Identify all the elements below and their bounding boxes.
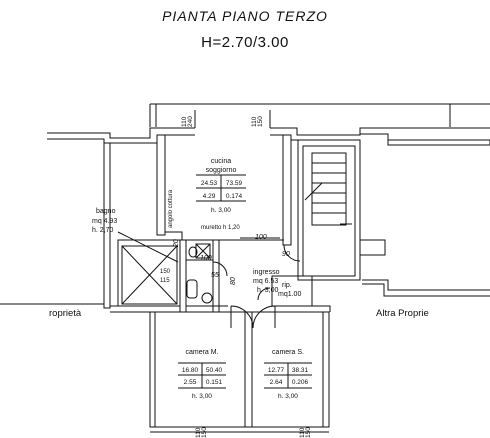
room-value: 0.151	[206, 379, 223, 386]
room-name: cucina	[211, 158, 231, 165]
dim-label: 55	[211, 272, 219, 279]
stairs-flight	[311, 152, 347, 226]
room-value: 2.55	[184, 379, 197, 386]
wall-segment	[149, 311, 156, 428]
room-name: camera M.	[185, 349, 218, 356]
wall-segment	[362, 283, 490, 297]
wall-segment	[387, 139, 490, 146]
north-wall-inner	[360, 133, 490, 141]
dim-label: 100	[200, 255, 212, 262]
room-value: 50.40	[206, 367, 223, 374]
stairwell-inner	[302, 145, 356, 277]
dim-label: 90	[282, 251, 290, 258]
wall-dim: 110	[181, 116, 188, 127]
dim-label: 115	[160, 278, 170, 284]
plan-title: PIANTA PIANO TERZO	[162, 8, 328, 24]
bagno-door-swing	[212, 261, 228, 277]
room-area: mq 4.93	[92, 218, 117, 225]
room-height: h. 3,00	[278, 393, 298, 400]
room-name: camera S.	[272, 349, 304, 356]
wall-segment	[156, 134, 166, 236]
elevator-cross	[121, 245, 178, 305]
wall-segment	[362, 279, 490, 291]
wall-segment	[275, 305, 331, 312]
room-area: mq 6.53	[253, 278, 278, 285]
room-height: h. 3,00	[211, 207, 231, 214]
neighbor-left-label: roprietà	[49, 308, 82, 319]
room-value: 0.206	[292, 379, 309, 386]
stairwell-outer	[297, 139, 361, 281]
ingresso-door-swing	[283, 244, 301, 262]
dim-label: 20	[173, 239, 180, 248]
room-name: ingresso	[253, 269, 280, 276]
room-value: 2.64	[270, 379, 283, 386]
shower-tray	[195, 243, 211, 259]
ripostiglio-box	[271, 275, 313, 307]
room-name: bagno	[96, 208, 116, 215]
room-value: 0.174	[226, 193, 243, 200]
room-value: 4.29	[203, 193, 216, 200]
camera-s-data-table	[264, 362, 312, 389]
wall-dim: 150	[305, 427, 312, 438]
wall-dim: 240	[187, 116, 194, 127]
neighbor-right-label: Altra Proprie	[376, 308, 429, 319]
sink-icon	[201, 292, 213, 304]
room-area: mq1.00	[278, 291, 301, 298]
room-height: h. 2,70	[92, 227, 114, 234]
stair-treads	[312, 162, 346, 214]
room-value: 24.53	[201, 180, 218, 187]
wall-segment	[282, 134, 292, 246]
cucina-data-table	[196, 174, 246, 202]
angolo-cottura-label: angolo cottura	[168, 189, 174, 228]
wall-dim: 110	[195, 427, 202, 438]
room-value: 12.77	[268, 367, 285, 374]
wall-dim: 110	[251, 116, 258, 127]
wall-segment	[103, 142, 111, 309]
room-value: 73.59	[226, 180, 243, 187]
wall-dim: 150	[257, 116, 264, 127]
rip-door-swing	[257, 287, 271, 301]
wall-segment	[244, 311, 253, 428]
wall-segment	[219, 240, 231, 312]
bagno-leader-line	[117, 231, 179, 263]
dim-label: 80	[230, 277, 237, 285]
wall-dim: 110	[299, 427, 306, 438]
muretto-wall	[165, 231, 284, 241]
room-name: rip.	[282, 282, 292, 289]
dim-label: 100	[255, 234, 267, 241]
wall-segment	[110, 305, 181, 313]
room-value: 16.80	[182, 367, 199, 374]
wall-segment	[322, 311, 330, 428]
stairs-arrow	[304, 182, 323, 201]
bathtub-icon	[186, 279, 198, 299]
room-name: soggiorno	[206, 167, 237, 174]
dim-label: 150	[160, 269, 171, 275]
elevator-shaft	[117, 239, 181, 307]
plan-height-subtitle: H=2.70/3.00	[201, 34, 289, 51]
elevator-cab	[121, 245, 178, 305]
toilet-icon	[188, 246, 198, 258]
camera-m-data-table	[178, 362, 226, 389]
room-height: h. 3,00	[257, 287, 279, 294]
room-value: 38.31	[292, 367, 309, 374]
shower-cross	[195, 243, 211, 259]
north-wall-outer	[47, 127, 195, 139]
muretto-label: muretto h 1,20	[201, 225, 240, 231]
wall-segment	[179, 239, 187, 313]
north-wall-outer	[270, 127, 490, 136]
entrance-double-door	[230, 305, 276, 329]
wall-segment	[359, 239, 386, 256]
north-wall-inner	[47, 134, 195, 144]
room-height: h. 3,00	[192, 393, 212, 400]
wall-dim: 150	[201, 427, 208, 438]
